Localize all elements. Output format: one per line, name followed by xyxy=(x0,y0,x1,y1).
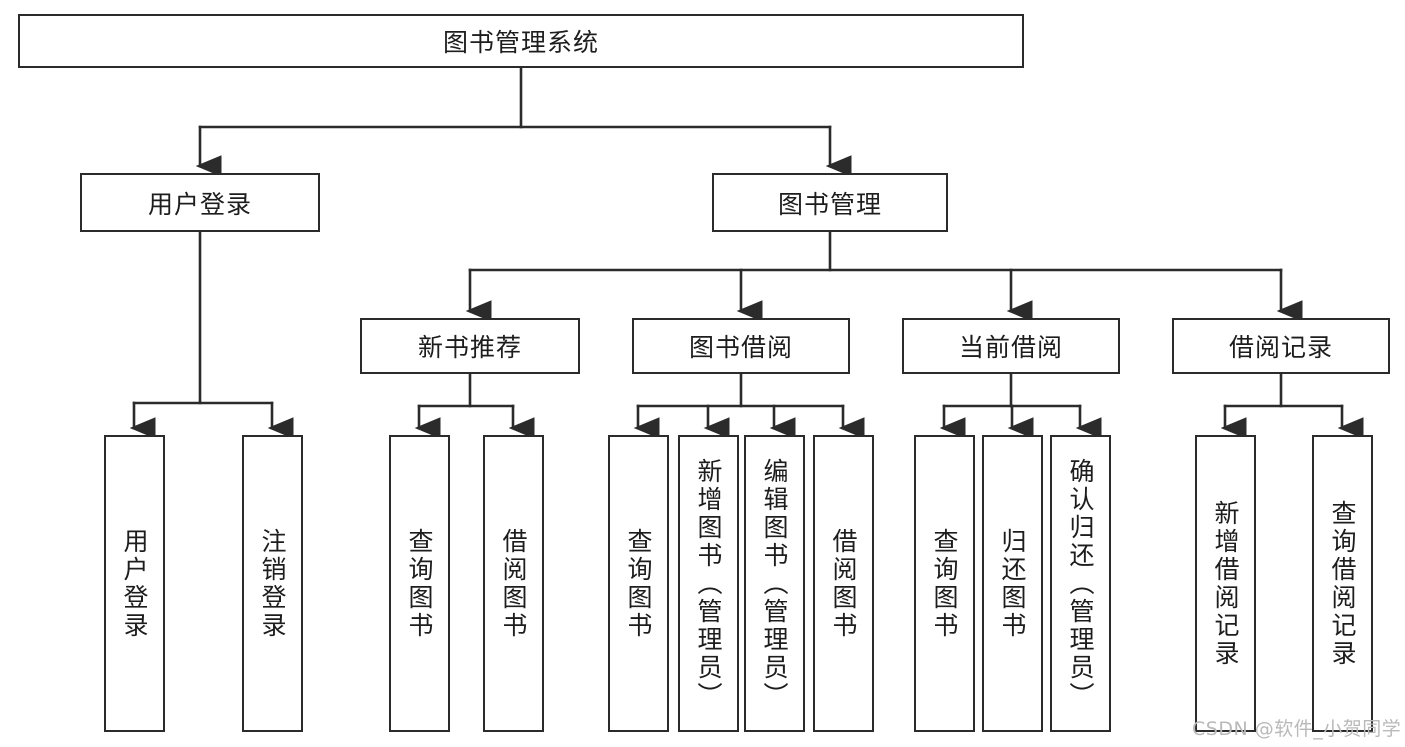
node-label: 新增图书（管理员） xyxy=(694,457,723,710)
node-leaf-user-login[interactable]: 用户登录 xyxy=(104,435,165,732)
node-label: 用户登录 xyxy=(147,189,252,219)
node-leaf-confirm-return[interactable]: 确认归还（管理员） xyxy=(1050,435,1111,732)
node-leaf-logout[interactable]: 注销登录 xyxy=(242,435,303,732)
node-user-login[interactable]: 用户登录 xyxy=(80,173,320,232)
node-leaf-query-book-2[interactable]: 查询图书 xyxy=(608,435,669,732)
node-leaf-query-book-1[interactable]: 查询图书 xyxy=(389,435,450,732)
node-leaf-query-book-3[interactable]: 查询图书 xyxy=(914,435,975,732)
node-label: 图书管理 xyxy=(777,189,882,219)
node-label: 查询图书 xyxy=(624,527,653,640)
node-label: 当前借阅 xyxy=(958,333,1063,362)
node-label: 确认归还（管理员） xyxy=(1066,457,1095,710)
node-label: 借阅图书 xyxy=(829,527,858,640)
node-label: 归还图书 xyxy=(998,527,1027,640)
node-root[interactable]: 图书管理系统 xyxy=(18,14,1024,68)
node-label: 注销登录 xyxy=(258,527,287,640)
node-label: 图书管理系统 xyxy=(442,28,599,57)
node-book-borrow[interactable]: 图书借阅 xyxy=(632,318,850,374)
node-leaf-edit-book[interactable]: 编辑图书（管理员） xyxy=(744,435,805,732)
node-leaf-return-book[interactable]: 归还图书 xyxy=(982,435,1043,732)
node-label: 查询借阅记录 xyxy=(1328,499,1357,668)
node-book-manage[interactable]: 图书管理 xyxy=(712,173,948,232)
node-leaf-query-record[interactable]: 查询借阅记录 xyxy=(1312,435,1373,732)
node-leaf-borrow-book-1[interactable]: 借阅图书 xyxy=(483,435,544,732)
node-leaf-borrow-book-2[interactable]: 借阅图书 xyxy=(813,435,874,732)
watermark: CSDN @软件_小贺同学 xyxy=(1192,718,1402,740)
node-label: 借阅图书 xyxy=(499,527,528,640)
node-current-borrow[interactable]: 当前借阅 xyxy=(902,318,1120,374)
node-label: 图书借阅 xyxy=(688,333,793,362)
node-leaf-add-record[interactable]: 新增借阅记录 xyxy=(1195,435,1256,732)
node-label: 用户登录 xyxy=(120,527,149,640)
node-borrow-record[interactable]: 借阅记录 xyxy=(1172,318,1390,374)
node-label: 查询图书 xyxy=(405,527,434,640)
node-label: 编辑图书（管理员） xyxy=(760,457,789,710)
node-leaf-add-book[interactable]: 新增图书（管理员） xyxy=(678,435,739,732)
node-label: 借阅记录 xyxy=(1228,333,1333,362)
node-new-book-rec[interactable]: 新书推荐 xyxy=(360,318,580,374)
node-label: 新书推荐 xyxy=(417,333,522,362)
node-label: 新增借阅记录 xyxy=(1211,499,1240,668)
node-label: 查询图书 xyxy=(930,527,959,640)
